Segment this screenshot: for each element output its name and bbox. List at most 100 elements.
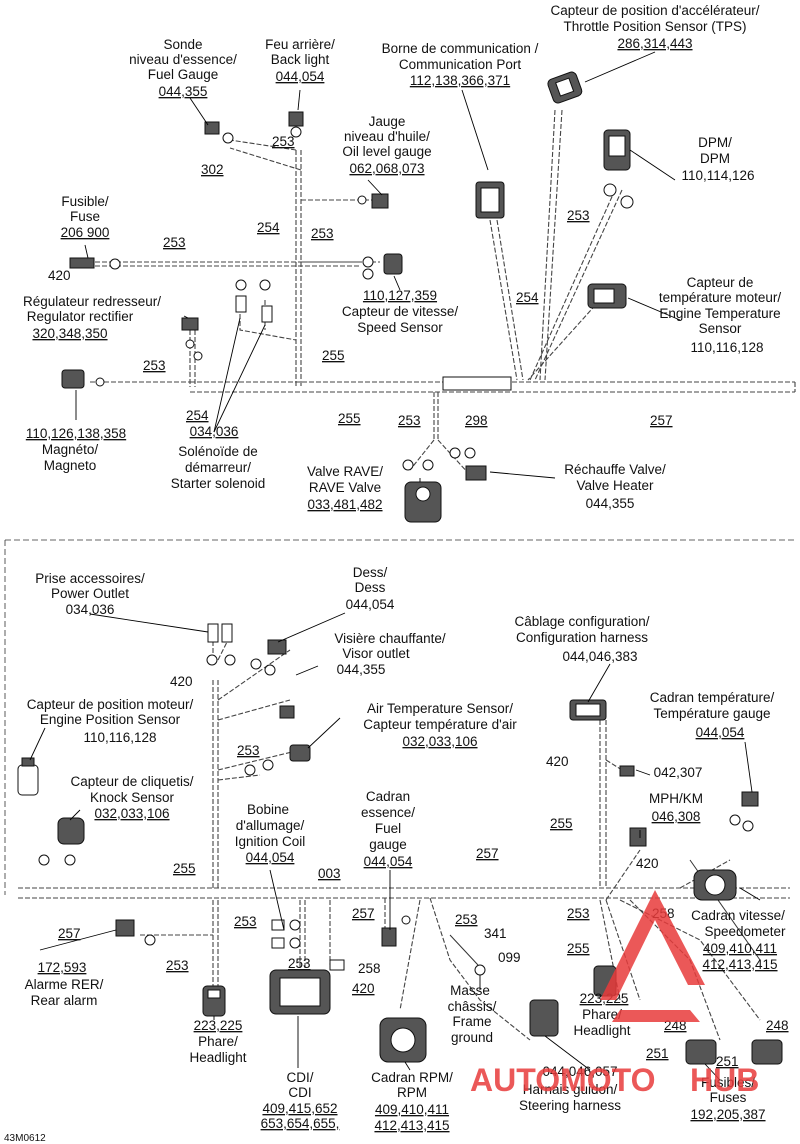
fuel-dial-label-2: essence/ — [361, 805, 415, 820]
starter-ref: 034,036 — [190, 424, 239, 439]
headlight-right-label-2: Headlight — [573, 1023, 630, 1038]
cdi-label-2: CDI — [288, 1085, 311, 1100]
fuses-label-1: Fusibles/ — [701, 1075, 755, 1090]
comm-port-icon — [475, 181, 505, 219]
fuse-label-1: Fusible/ — [61, 194, 109, 209]
speed-sensor-ref: 110,127,359 — [363, 288, 437, 303]
wire-253-b: 253 — [311, 226, 334, 241]
knock-label-2: Knock Sensor — [90, 790, 175, 805]
rave-label-2: RAVE Valve — [309, 480, 381, 495]
engine-temp-sensor-icon — [587, 283, 627, 309]
comm-label-2: Communication Port — [399, 57, 522, 72]
visor-outlet-icon — [279, 705, 295, 719]
speedo-label-2: Speedometer — [704, 924, 786, 939]
rear-alarm-label-2: Rear alarm — [31, 993, 98, 1008]
tps-label-1: Capteur de position d'accélérateur/ — [551, 3, 760, 18]
mph-connector-icon — [629, 827, 647, 847]
dess-label-2: Dess — [355, 580, 386, 595]
comm-label-1: Borne de communication / — [382, 41, 539, 56]
engine-position-sensor-icon — [17, 757, 39, 796]
fuel-gauge-label-1: Sonde — [163, 37, 202, 52]
top-labels: Capteur de position d'accélérateur/ Thro… — [23, 3, 781, 512]
rear-alarm-ref: 172,593 — [38, 960, 87, 975]
fuses-ref: 192,205,387 — [690, 1107, 765, 1122]
steering-label-1: Harnais guidon/ — [523, 1082, 618, 1097]
wire-257-a: 257 — [650, 413, 673, 428]
temp-gauge-label-1: Cadran température/ — [650, 690, 775, 705]
steering-ref: 044,046,057 — [542, 1064, 617, 1079]
air-temp-ref: 032,033,106 — [402, 734, 477, 749]
rpm-label-1: Cadran RPM/ — [371, 1070, 453, 1085]
ignition-label-3: Ignition Coil — [235, 834, 306, 849]
fuel-dial-ref: 044,054 — [364, 854, 413, 869]
top-harness — [90, 109, 796, 476]
fuse-label-2: Fuse — [70, 209, 100, 224]
wire-420-a: 420 — [48, 268, 71, 283]
frame-ground-label-4: ground — [451, 1030, 493, 1045]
speedo-ref-2: 412,413,415 — [702, 957, 777, 972]
power-outlet-ref: 034,036 — [66, 602, 115, 617]
frame-ground-label-2: châssis/ — [448, 999, 497, 1014]
wire-253-d: 253 — [567, 208, 590, 223]
bwire-003: 003 — [318, 866, 341, 881]
oil-gauge-ref: 062,068,073 — [349, 161, 424, 176]
fuel-gauge-label-3: Fuel Gauge — [148, 67, 219, 82]
wire-254-b: 254 — [516, 290, 539, 305]
c042-ref: 042,307 — [654, 765, 703, 780]
headlight-left-icon — [202, 985, 226, 1017]
rear-alarm-label-1: Alarme RER/ — [25, 977, 104, 992]
rpm-ref-1: 409,410,411 — [375, 1102, 449, 1117]
watermark-text-2: HUB — [690, 1062, 759, 1098]
fuel-gauge-ref: 044,355 — [159, 84, 208, 99]
rear-alarm-icon — [115, 919, 156, 946]
mph-ref: 046,308 — [652, 809, 701, 824]
engine-temp-label-2: température moteur/ — [659, 290, 782, 305]
starter-label-2: démarreur/ — [185, 460, 251, 475]
ignition-label-1: Bobine — [247, 802, 289, 817]
fuel-dial-label-3: Fuel — [375, 821, 401, 836]
regulator-rectifier-icon — [181, 317, 203, 361]
fuel-gauge-sender-icon — [204, 121, 234, 144]
steering-label-2: Steering harness — [519, 1098, 621, 1113]
wire-253-c: 253 — [163, 235, 186, 250]
valve-heater-label-2: Valve Heater — [576, 478, 654, 493]
bwire-253-d: 253 — [567, 906, 590, 921]
magneto-label-2: Magneto — [44, 458, 97, 473]
wire-255-b: 255 — [338, 411, 361, 426]
air-temp-sensor-icon — [244, 744, 311, 776]
temperature-gauge-connector-icon — [729, 791, 759, 832]
rave-ref: 033,481,482 — [307, 497, 382, 512]
starter-label-3: Starter solenoid — [171, 476, 266, 491]
bwire-255-a: 255 — [550, 816, 573, 831]
config-label-2: Configuration harness — [516, 630, 648, 645]
temp-sensor-042-icon — [619, 765, 635, 777]
back-light-label-2: Back light — [271, 52, 330, 67]
watermark-text-1: AUTOMOTO — [470, 1062, 655, 1098]
air-temp-label-1: Air Temperature Sensor/ — [367, 701, 513, 716]
speedo-ref-1: 409,410,411 — [703, 941, 777, 956]
cdi-ref-2: 653,654,655, — [261, 1116, 340, 1131]
bwire-248-b: 248 — [766, 1018, 789, 1033]
visor-ref: 044,355 — [337, 662, 386, 677]
rpm-ref-2: 412,413,415 — [374, 1118, 449, 1133]
oil-gauge-label-1: Jauge — [369, 114, 406, 129]
starter-solenoid-connector-icon — [235, 279, 273, 323]
visor-label-1: Visière chauffante/ — [334, 631, 446, 646]
regulator-label-1: Régulateur redresseur/ — [23, 294, 161, 309]
bwire-257-b: 257 — [58, 926, 81, 941]
bwire-253-b: 253 — [234, 914, 257, 929]
wire-253-f: 253 — [398, 413, 421, 428]
speedometer-icon — [693, 869, 737, 901]
bwire-255-b: 255 — [173, 861, 196, 876]
headlight-left-ref: 223,225 — [194, 1018, 243, 1033]
bottom-components — [17, 623, 783, 1065]
rpm-gauge-icon — [379, 1017, 427, 1063]
fuse-icon — [69, 257, 121, 270]
wire-254-c: 254 — [186, 408, 209, 423]
air-temp-label-2: Capteur température d'air — [363, 717, 517, 732]
power-outlet-icon — [206, 623, 236, 666]
fuel-dial-label-1: Cadran — [366, 789, 410, 804]
figure-id: 43M0612 — [4, 1133, 46, 1144]
temp-gauge-ref: 044,054 — [696, 725, 745, 740]
